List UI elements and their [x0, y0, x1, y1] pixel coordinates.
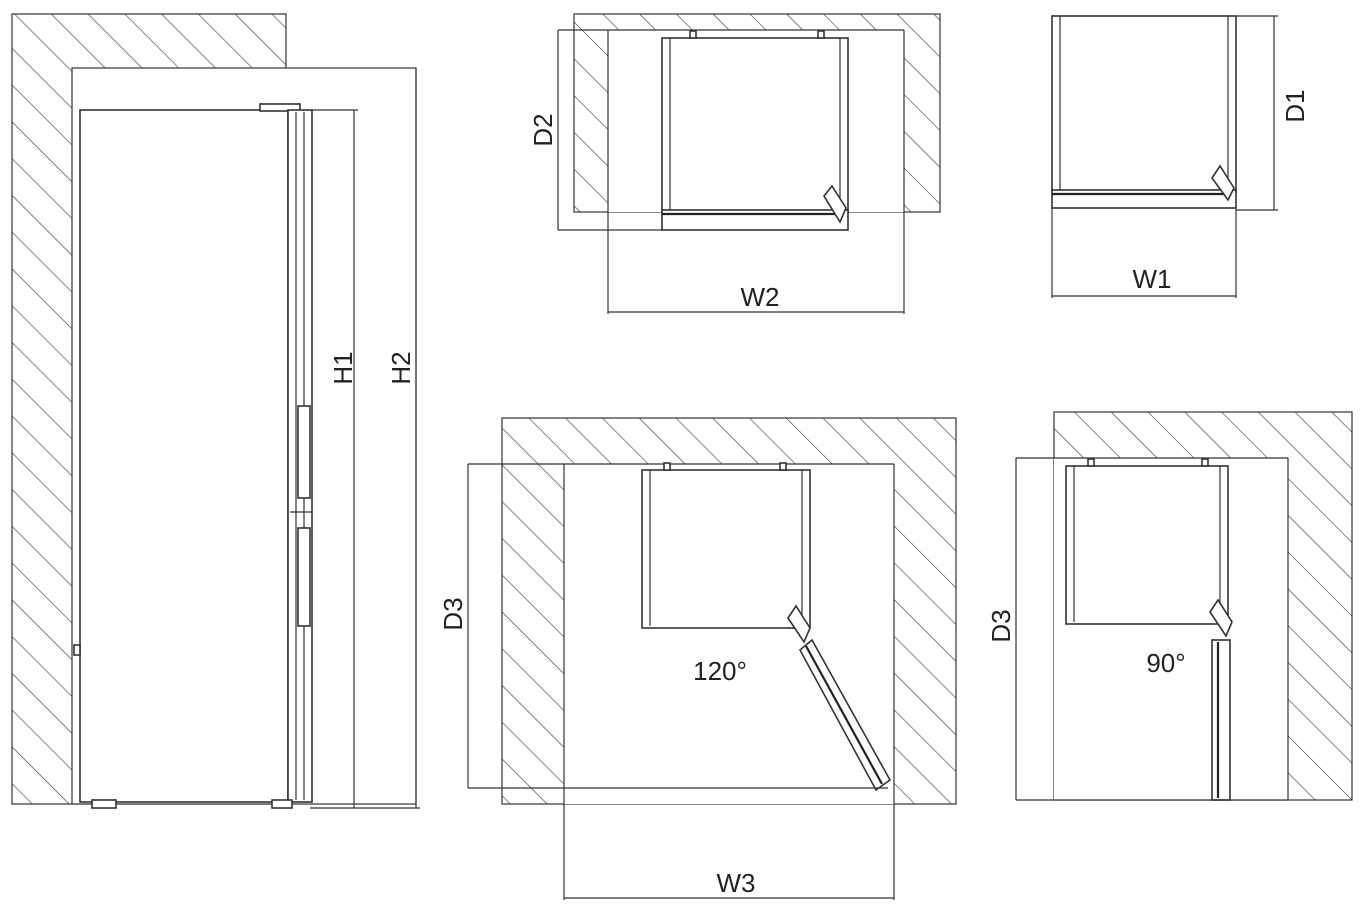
fridge-body-side	[79, 109, 289, 803]
door-open-90	[1211, 639, 1231, 801]
upper-handle	[297, 405, 311, 499]
fridge-top-120	[641, 469, 811, 629]
door-120-view	[467, 417, 957, 900]
d3-left-label: D3	[438, 597, 468, 630]
d1-label: D1	[1280, 89, 1310, 122]
w3-label: W3	[717, 868, 756, 898]
w2-label: W2	[741, 282, 780, 312]
h2-label: H2	[386, 351, 416, 384]
top-view-free	[1051, 15, 1278, 298]
door-90-view	[1015, 411, 1353, 801]
fridge-top-w1	[1051, 15, 1237, 193]
d3-right-label: D3	[986, 609, 1016, 642]
h1-label: H1	[328, 351, 358, 384]
w1-label: W1	[1133, 264, 1172, 294]
fridge-top-90	[1065, 465, 1229, 625]
side-view	[11, 13, 420, 809]
top-view-niche	[557, 13, 941, 314]
lower-handle	[297, 527, 311, 627]
d2-label: D2	[528, 113, 558, 146]
angle-90-label: 90°	[1146, 648, 1185, 678]
top-hinge	[259, 103, 301, 112]
angle-120-label: 120°	[693, 656, 747, 686]
fridge-top-w2	[661, 37, 849, 213]
